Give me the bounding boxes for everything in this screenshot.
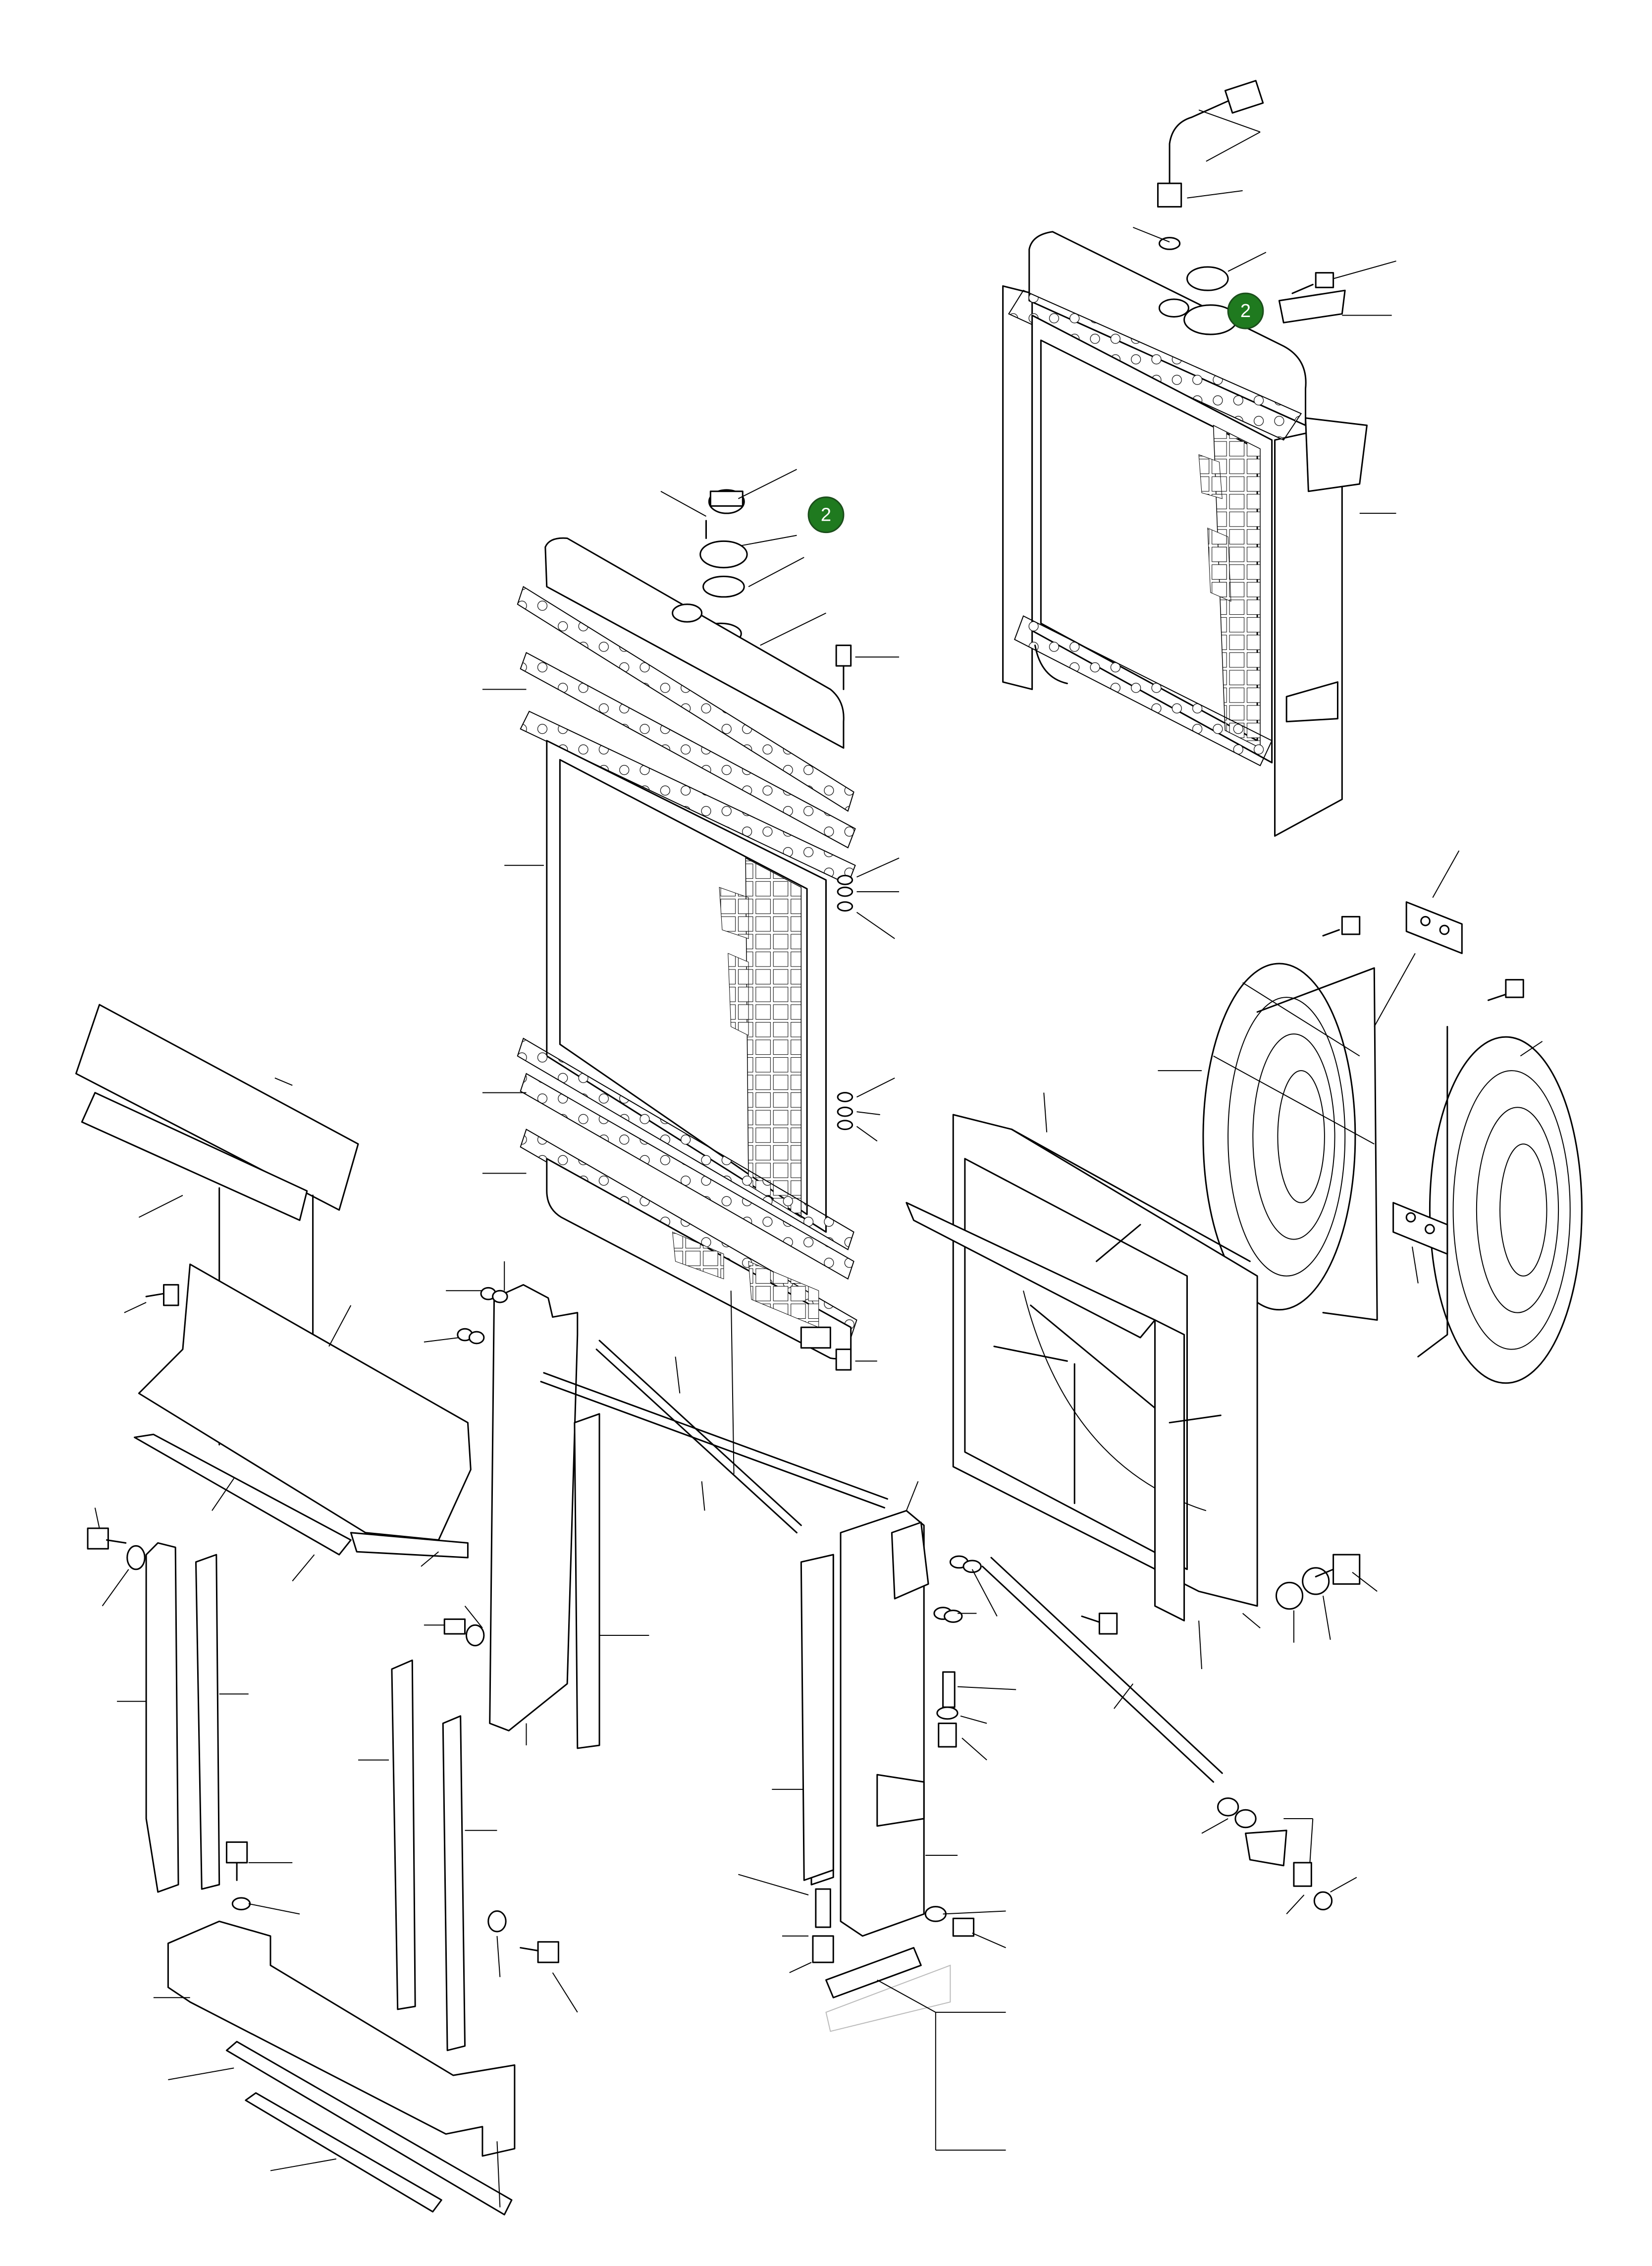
callout-circle [808, 497, 844, 533]
tie-rod [982, 1558, 1357, 1914]
fan-shroud [906, 1093, 1377, 1669]
callout-circle [1228, 293, 1263, 328]
fan-guards [1158, 851, 1582, 1383]
bottom-channel [154, 1921, 515, 2214]
left-panels [76, 1005, 471, 1581]
callout-marker-2: 2 [1228, 293, 1263, 328]
callout-label: 2 [821, 504, 831, 526]
left-vertical-strips [88, 1508, 578, 2050]
callout-label: 2 [1240, 300, 1251, 322]
assembled-radiator [1003, 81, 1396, 836]
callout-marker-1: 2 [808, 497, 844, 533]
center-side-frame [424, 1261, 888, 1880]
exploded-radiator [482, 469, 899, 1370]
right-side-frame [738, 1481, 1016, 2150]
